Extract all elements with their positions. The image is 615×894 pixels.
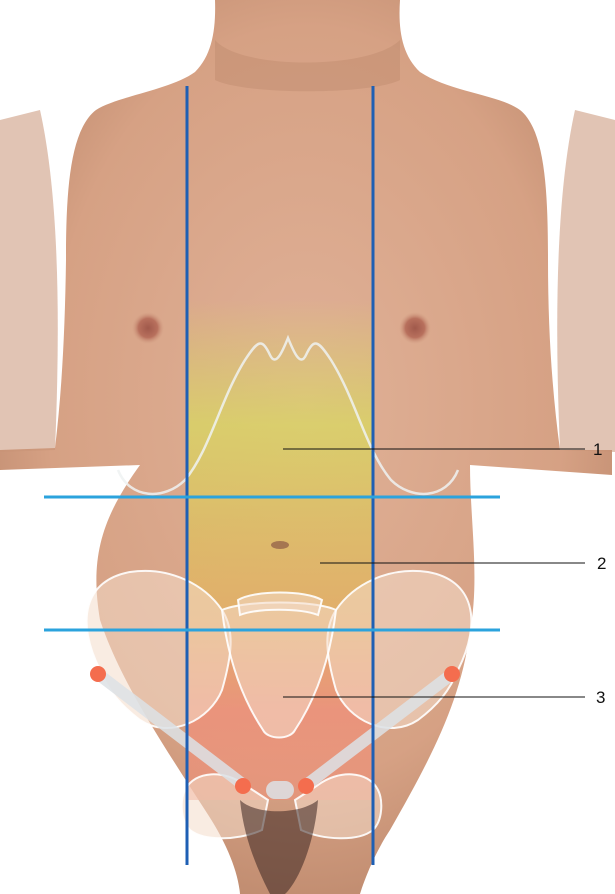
left-iliac-wing	[87, 571, 231, 728]
right-arm	[557, 110, 615, 452]
callout-label-1: 1	[593, 440, 602, 459]
callout-label-3: 3	[596, 688, 605, 707]
left-arm	[0, 110, 58, 452]
left-nipple	[132, 312, 164, 344]
right-nipple	[399, 312, 431, 344]
right-pubic-tubercle-dot	[298, 778, 314, 794]
left-pubic-tubercle-dot	[235, 778, 251, 794]
navel	[271, 541, 289, 549]
callout-label-2: 2	[597, 554, 606, 573]
left-asis-dot	[90, 666, 106, 682]
right-asis-dot	[444, 666, 460, 682]
